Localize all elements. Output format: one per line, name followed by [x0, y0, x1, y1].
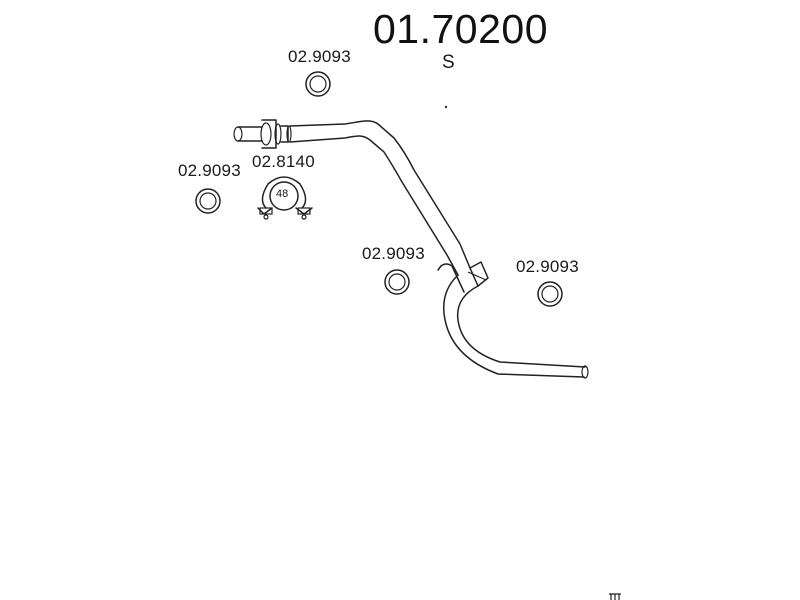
component-ref-label: 02.9093: [362, 244, 425, 263]
rubber-ring-3: [384, 269, 410, 295]
variant-label: S: [442, 52, 455, 73]
component-ref-label: 02.9093: [516, 257, 579, 276]
rubber-ring-4: [537, 281, 563, 307]
rubber-ring-2: [195, 188, 221, 214]
rubber-ring-1: [305, 71, 331, 97]
component-ref-label: 02.8140: [252, 152, 315, 171]
part-number-title: 01.70200: [373, 6, 549, 52]
component-ref-label: 02.9093: [288, 47, 351, 66]
component-ref-label: 02.9093: [178, 161, 241, 180]
exhaust-pipe: [233, 105, 589, 379]
logo-mark: [609, 593, 621, 600]
clamp-size-label: 48: [276, 188, 289, 200]
pipe-clamp: [257, 176, 313, 220]
